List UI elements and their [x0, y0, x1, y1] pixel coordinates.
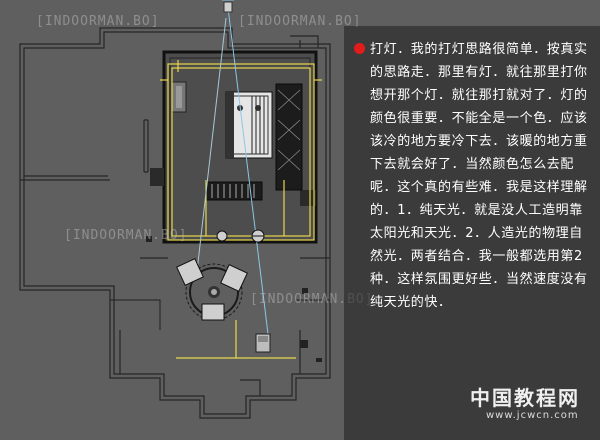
- camera-target-line[interactable]: [195, 0, 269, 335]
- wall-column: [150, 168, 164, 186]
- selection-box[interactable]: [160, 60, 322, 359]
- ceiling-lamp[interactable]: [216, 230, 228, 242]
- wardrobe[interactable]: [275, 83, 303, 191]
- ceiling-lamp[interactable]: [251, 229, 265, 243]
- camera-object[interactable]: [255, 333, 271, 353]
- site-logo: 中国教程网: [470, 386, 580, 410]
- annotation-panel: [344, 26, 600, 440]
- watermark-stamp: [INDOORMAN.BO]: [250, 292, 374, 307]
- site-url: www.jcwcn.com: [486, 410, 579, 421]
- balcony-rail: [110, 299, 330, 330]
- bullet-dot-icon: [354, 43, 365, 54]
- grid-marks: [146, 236, 322, 362]
- annotation-text-block: 打灯．我的打灯思路很简单．按真实的思路走．那里有灯．就往那里打你想开那个灯．就往…: [354, 38, 590, 314]
- building-outline: [19, 27, 331, 419]
- watermark-stamp: [INDOORMAN.BO]: [238, 14, 362, 29]
- annotation-body: 打灯．我的打灯思路很简单．按真实的思路走．那里有灯．就往那里打你想开那个灯．就往…: [370, 42, 588, 310]
- side-table[interactable]: [171, 81, 187, 113]
- spotlight-cluster[interactable]: [176, 258, 248, 321]
- watermark-stamp: [INDOORMAN.BO]: [36, 14, 160, 29]
- watermark-stamp: [INDOORMAN.BO]: [64, 228, 188, 243]
- bed[interactable]: [225, 91, 273, 159]
- tv-cabinet[interactable]: [205, 181, 263, 201]
- wall-column: [300, 190, 316, 206]
